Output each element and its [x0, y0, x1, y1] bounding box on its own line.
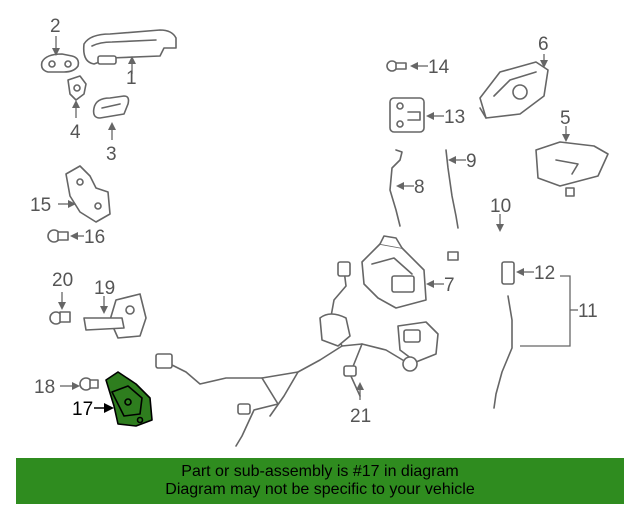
part-rod-8 — [389, 149, 403, 227]
part-lock-housing — [479, 61, 549, 119]
leader-3 — [108, 122, 116, 140]
part-door-latch — [361, 235, 427, 309]
part-handle-bracket — [67, 75, 87, 101]
callout-10: 10 — [490, 196, 511, 217]
callout-12: 12 — [534, 263, 555, 284]
part-lock-cover — [535, 141, 609, 187]
callout-13: 13 — [444, 107, 465, 128]
part-handle-cap — [40, 53, 80, 73]
part-outside-handle — [82, 29, 177, 65]
part-cable-10 — [447, 187, 575, 261]
callout-11: 11 — [578, 301, 598, 322]
callout-17: 17 — [72, 399, 93, 420]
leader-14 — [410, 62, 428, 70]
banner-line-1: Part or sub-assembly is #17 in diagram — [181, 463, 459, 480]
part-rod-9 — [445, 149, 459, 229]
leader-12 — [516, 268, 534, 276]
callout-15: 15 — [30, 195, 51, 216]
part-bolt-20 — [49, 311, 71, 325]
banner-line-2: Diagram may not be specific to your vehi… — [165, 481, 475, 498]
leader-15 — [58, 200, 76, 208]
part-handle-bezel — [92, 95, 130, 119]
leader-11 — [520, 275, 578, 347]
leader-13 — [426, 112, 444, 120]
leader-2 — [52, 36, 60, 56]
callout-2: 2 — [50, 16, 61, 37]
leader-4 — [72, 100, 80, 118]
part-clip-12 — [501, 261, 515, 285]
callout-18: 18 — [34, 377, 55, 398]
callout-1: 1 — [126, 68, 137, 89]
callout-9: 9 — [466, 151, 477, 172]
leader-21 — [356, 382, 364, 400]
leader-7 — [426, 280, 444, 288]
callout-5: 5 — [560, 108, 571, 129]
part-bolt-18 — [79, 377, 99, 391]
leader-19 — [100, 296, 108, 314]
leader-9 — [448, 156, 466, 164]
part-hinge-bracket — [65, 165, 111, 223]
part-17-highlighted — [105, 371, 153, 427]
part-door-check — [83, 293, 147, 339]
callout-8: 8 — [414, 177, 425, 198]
part-wiring-harness — [155, 261, 439, 447]
callout-20: 20 — [52, 270, 73, 291]
leader-6 — [540, 54, 548, 68]
callout-16: 16 — [84, 227, 105, 248]
leader-5 — [562, 126, 570, 142]
callout-21: 21 — [350, 406, 371, 427]
callout-19: 19 — [94, 278, 115, 299]
part-rod-11 — [493, 295, 513, 409]
leader-1 — [128, 56, 136, 74]
part-screw-14 — [386, 60, 407, 72]
part-bolt-16 — [47, 229, 69, 243]
part-striker — [389, 97, 425, 133]
leader-17 — [94, 403, 114, 413]
leader-16 — [70, 232, 84, 240]
callout-4: 4 — [70, 122, 81, 143]
callout-7: 7 — [444, 275, 455, 296]
info-banner: Part or sub-assembly is #17 in diagram D… — [16, 458, 624, 504]
callout-3: 3 — [106, 144, 117, 165]
callout-14: 14 — [428, 57, 450, 78]
leader-10 — [496, 214, 504, 232]
callout-6: 6 — [538, 34, 549, 55]
leader-18 — [60, 382, 80, 390]
leader-20 — [58, 292, 66, 310]
parts-diagram: 1 2 4 3 14 — [30, 16, 609, 447]
leader-8 — [396, 182, 414, 190]
